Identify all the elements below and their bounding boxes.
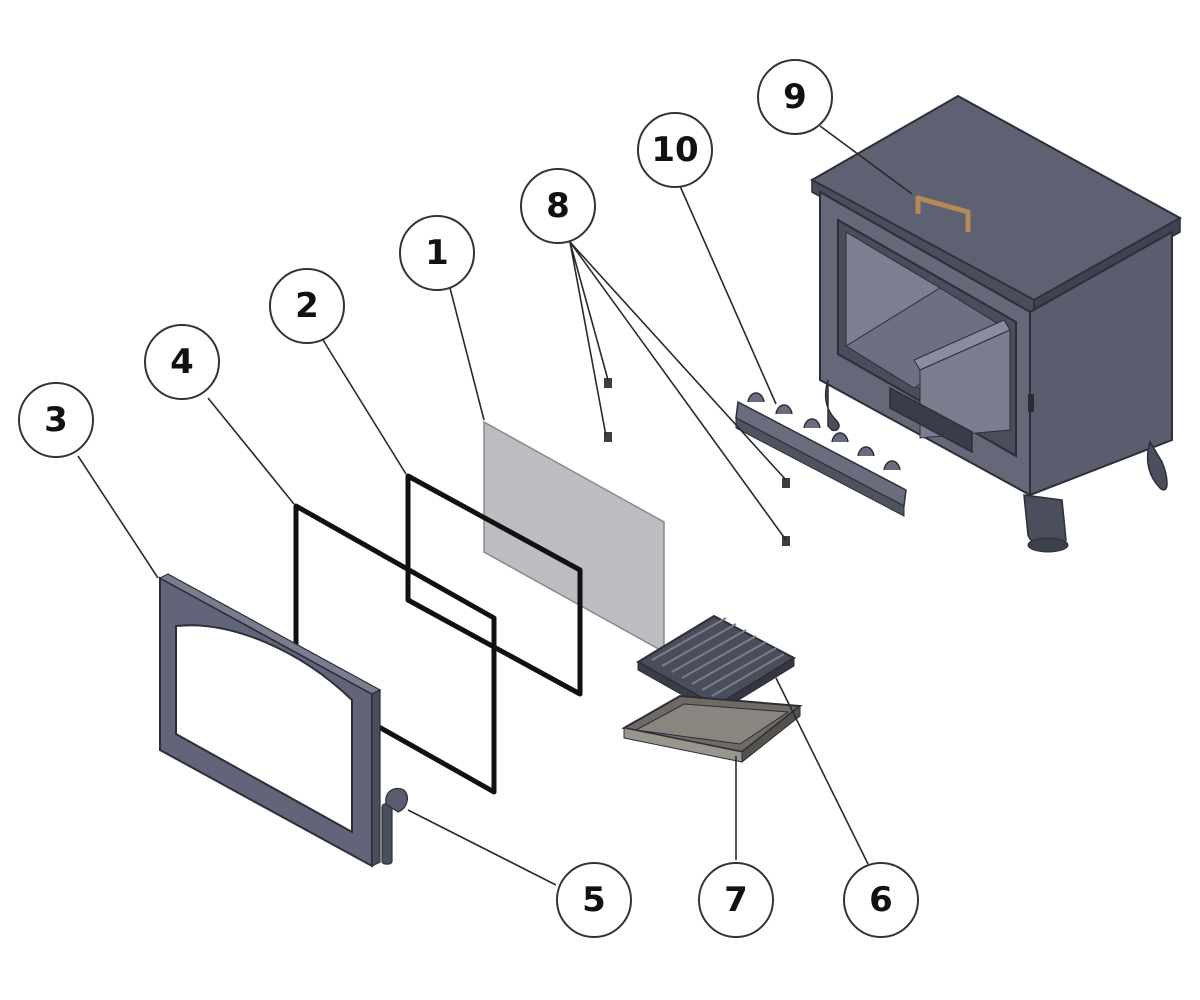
callout-4-label: 4 (170, 342, 194, 382)
door-rope-seal (293, 503, 497, 795)
callout-7: 7 (698, 862, 774, 938)
callout-10-label: 10 (651, 130, 698, 170)
glass-seal (405, 473, 583, 697)
callout-2-circle (269, 268, 345, 344)
callout-10-circle (637, 112, 713, 188)
callout-7-label: 7 (724, 880, 748, 920)
callout-1: 1 (399, 215, 475, 291)
callout-3-label: 3 (44, 400, 68, 440)
glass-panel (483, 420, 665, 654)
callout-1-circle (399, 215, 475, 291)
callout-1-label: 1 (425, 233, 449, 273)
callout-5: 5 (556, 862, 632, 938)
callout-9: 9 (757, 59, 833, 135)
callout-8-circle (520, 168, 596, 244)
callout-6-circle (843, 862, 919, 938)
callout-5-circle (556, 862, 632, 938)
callout-8-label: 8 (546, 186, 570, 226)
door-frame (158, 573, 382, 868)
callout-2: 2 (269, 268, 345, 344)
callout-10: 10 (637, 112, 713, 188)
callout-5-label: 5 (582, 880, 606, 920)
callout-3-circle (18, 382, 94, 458)
callout-4-circle (144, 324, 220, 400)
callout-6-label: 6 (869, 880, 893, 920)
callout-2-label: 2 (295, 286, 319, 326)
stove-body (809, 94, 1183, 553)
callout-6: 6 (843, 862, 919, 938)
callout-7-circle (698, 862, 774, 938)
glass-clips (604, 378, 790, 546)
callout-9-label: 9 (783, 77, 807, 117)
callout-4: 4 (144, 324, 220, 400)
door-handle (381, 787, 408, 865)
ash-pan (621, 694, 803, 764)
callout-8: 8 (520, 168, 596, 244)
leader-lines (77, 125, 913, 886)
callout-9-circle (757, 59, 833, 135)
callout-3: 3 (18, 382, 94, 458)
